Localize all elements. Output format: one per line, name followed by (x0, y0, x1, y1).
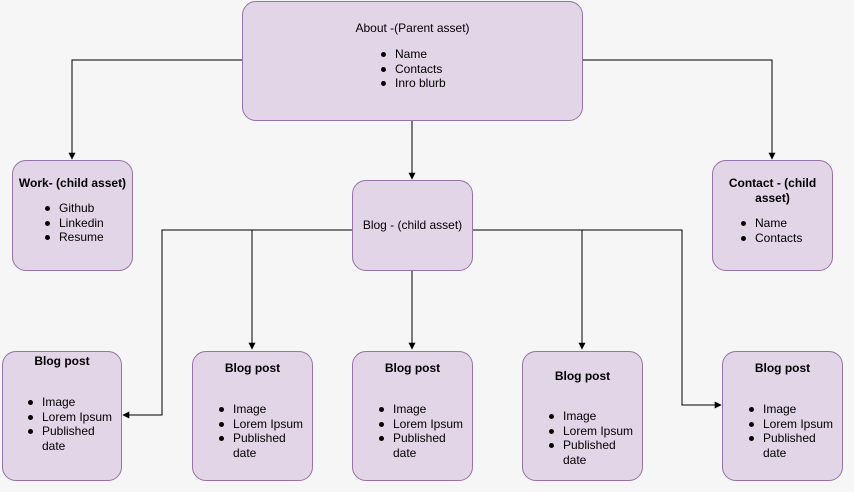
list-item: Published date (28, 424, 120, 453)
list-item: Image (549, 409, 641, 424)
list-item: Published date (219, 431, 311, 460)
node-blog-post-4[interactable]: Blog post Image Lorem Ipsum Published da… (522, 351, 643, 481)
blog-post-title: Blog post (224, 361, 281, 375)
edge-about-to-work (68, 59, 242, 160)
edge-about-to-contact (582, 59, 776, 160)
list-item: Contacts (381, 62, 446, 77)
edge-blog-to-post-4 (472, 229, 586, 350)
list-item: Lorem Ipsum (549, 424, 641, 439)
blog-post-list: Image Lorem Ipsum Published date (379, 402, 471, 460)
list-item: Linkedin (45, 215, 104, 230)
list-item: Lorem Ipsum (219, 417, 311, 432)
list-item: Contacts (740, 230, 803, 245)
blog-post-list: Image Lorem Ipsum Published date (28, 395, 120, 453)
blog-post-list: Image Lorem Ipsum Published date (749, 402, 841, 460)
list-item: Image (28, 395, 120, 410)
node-contact[interactable]: Contact - (child asset) Name Contacts (712, 160, 833, 271)
node-blog-post-5[interactable]: Blog post Image Lorem Ipsum Published da… (722, 351, 843, 481)
node-about[interactable]: About -(Parent asset) Name Contacts Inro… (242, 1, 583, 121)
blog-post-title: Blog post (34, 354, 90, 368)
list-item: Published date (749, 431, 841, 460)
blog-post-title: Blog post (554, 369, 611, 383)
node-blog-post-2[interactable]: Blog post Image Lorem Ipsum Published da… (192, 351, 313, 481)
list-item: Published date (549, 438, 641, 467)
edge-blog-to-post-2 (248, 229, 352, 350)
list-item: Github (45, 201, 104, 216)
node-contact-title: Contact - (child asset) (728, 176, 817, 205)
blog-post-title: Blog post (384, 361, 441, 375)
list-item: Name (740, 216, 802, 231)
blog-post-list: Image Lorem Ipsum Published date (219, 402, 311, 460)
node-work-title: Work- (child asset) (18, 176, 127, 190)
node-blog-post-1[interactable]: Blog post Image Lorem Ipsum Published da… (2, 351, 122, 481)
list-item: Image (749, 402, 841, 417)
list-item: Image (379, 402, 471, 417)
node-work-list: Github Linkedin Resume (45, 201, 104, 245)
list-item: Lorem Ipsum (379, 417, 471, 432)
node-contact-list: Name Contacts (740, 216, 803, 245)
list-item: Lorem Ipsum (28, 410, 120, 425)
list-item: Inro blurb (381, 76, 446, 90)
list-item: Image (219, 402, 311, 417)
node-about-title: About -(Parent asset) (355, 21, 470, 35)
node-work[interactable]: Work- (child asset) Github Linkedin Resu… (12, 160, 133, 271)
list-item: Lorem Ipsum (749, 417, 841, 432)
blog-post-title: Blog post (754, 361, 811, 375)
node-blog-title: Blog - (child asset) (362, 218, 463, 232)
list-item: Resume (45, 230, 104, 244)
node-blog-post-3[interactable]: Blog post Image Lorem Ipsum Published da… (352, 351, 473, 481)
list-item: Name (381, 47, 446, 62)
blog-post-list: Image Lorem Ipsum Published date (549, 409, 641, 467)
node-blog[interactable]: Blog - (child asset) (352, 180, 473, 271)
list-item: Published date (379, 431, 471, 460)
node-about-list: Name Contacts Inro blurb (381, 47, 446, 91)
